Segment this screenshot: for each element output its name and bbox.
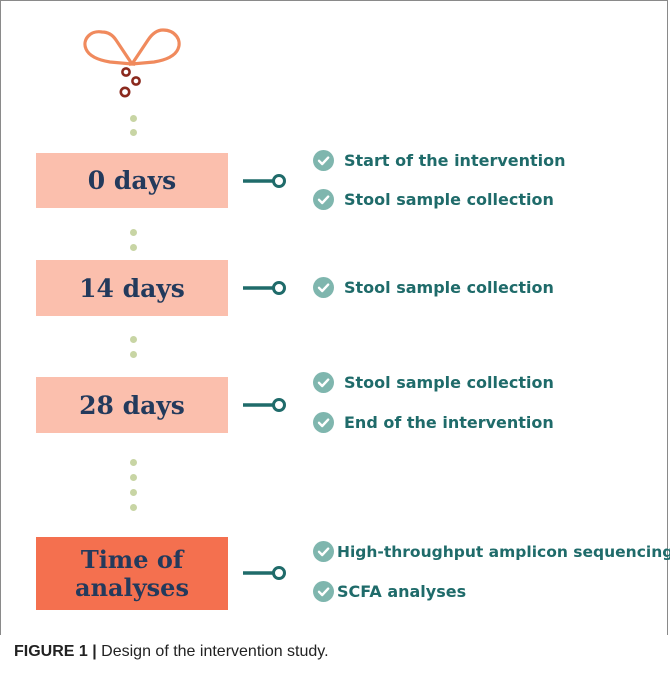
timeline-dot [130,129,137,136]
stage-item: Stool sample collection [313,277,554,298]
stage-item: End of the intervention [313,412,554,433]
stage-label: 28 days [79,390,185,420]
check-circle-icon [313,372,334,393]
stage-item: Start of the intervention [313,150,566,171]
stage-label: 0 days [87,166,177,195]
stage-box-0-days: 0 days [36,153,228,208]
stage-item: SCFA analyses [313,581,466,602]
check-circle-icon [313,412,334,433]
stage-item-label: Stool sample collection [344,278,554,297]
stage-item-label: Stool sample collection [344,373,554,392]
timeline-dot [130,489,137,496]
timeline-dot [130,459,137,466]
connector-icon [243,398,286,412]
stage-item-label: High-throughput amplicon sequencing [337,542,670,561]
figure-caption: FIGURE 1 | Design of the intervention st… [14,643,329,661]
timeline-dot [130,115,137,122]
connector-icon [243,174,286,188]
figure-label: FIGURE 1 | [14,643,97,660]
connector-icon [243,566,286,580]
timeline-dot [130,244,137,251]
stage-label-line-2: analyses [75,572,189,602]
stage-label: 14 days [79,273,185,303]
stage-item-label: Start of the intervention [344,151,566,170]
caption-text: Design of the intervention study. [96,643,329,660]
capsule-icon [83,28,181,98]
timeline-dot [130,351,137,358]
stage-label-line-1: Time of [80,544,184,574]
check-circle-icon [313,277,334,298]
check-circle-icon [313,150,334,171]
timeline-dot [130,336,137,343]
stage-item-label: Stool sample collection [344,190,554,209]
check-circle-icon [313,581,334,602]
stage-box-time-of-analyses: Time of analyses [36,537,228,610]
figure-frame [0,0,668,635]
check-circle-icon [313,189,334,210]
timeline-dot [130,229,137,236]
stage-box-28-days: 28 days [36,377,228,433]
connector-icon [243,281,286,295]
stage-item-label: End of the intervention [344,413,554,432]
stage-box-14-days: 14 days [36,260,228,316]
check-circle-icon [313,541,334,562]
timeline-dot [130,504,137,511]
stage-item: Stool sample collection [313,372,554,393]
stage-item: Stool sample collection [313,189,554,210]
timeline-dot [130,474,137,481]
stage-item: High-throughput amplicon sequencing [313,541,670,562]
stage-item-label: SCFA analyses [337,582,467,601]
